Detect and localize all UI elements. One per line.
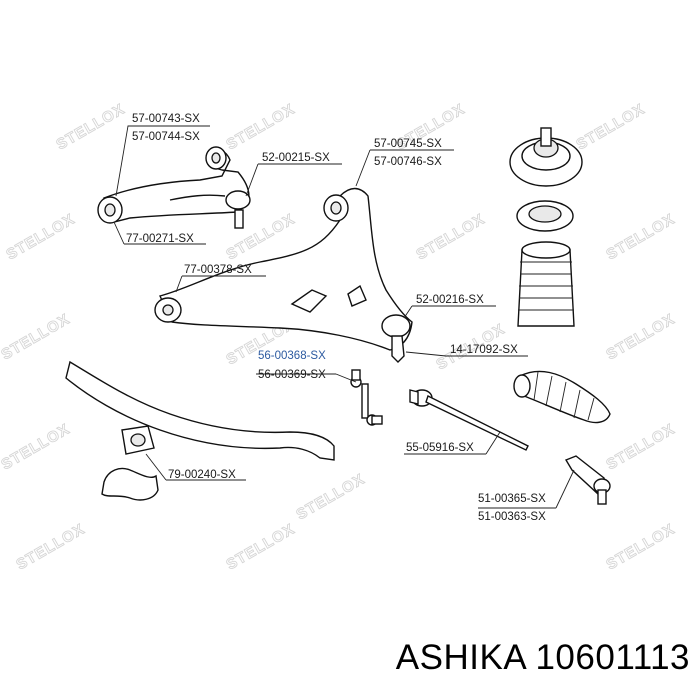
part-label-14-17092: 14-17092-SX [450,344,518,356]
watermark-text: STELLOX [224,101,298,154]
brand-name: ASHIKA [395,638,526,677]
stabilizer-bushing [101,425,159,501]
part-label-77-00378: 77-00378-SX [184,264,252,276]
watermark-text: STELLOX [604,421,678,474]
watermark-text: STELLOX [0,421,73,474]
part-label-57-00744: 57-00744-SX [132,131,200,143]
part-label-51-00363: 51-00363-SX [478,511,546,523]
part-label-51-00365: 51-00365-SX [478,493,546,505]
part-label-57-00743: 57-00743-SX [132,113,200,125]
stabilizer-link [350,369,383,426]
part-label-56-00369: 56-00369-SX [258,369,326,381]
footer-caption: ASHIKA 10601113 [396,638,690,678]
watermark-text: STELLOX [574,101,648,154]
part-labels: 57-00743-SX 57-00744-SX 52-00215-SX 77-0… [126,113,546,523]
watermark-text: STELLOX [224,521,298,574]
stabilizer-bar [65,360,335,461]
steering-rack-boot [513,370,611,424]
watermark-text: STELLOX [4,211,78,264]
strut-mount [509,127,583,187]
part-label-57-00745: 57-00745-SX [374,138,442,150]
part-number: 10601113 [535,638,690,677]
lower-control-arm [154,187,413,363]
leader-lines [113,125,575,509]
watermark-text: STELLOX [604,311,678,364]
watermark-text: STELLOX [54,101,128,154]
part-label-52-00215: 52-00215-SX [262,152,330,164]
part-label-56-00368[interactable]: 56-00368-SX [258,350,326,362]
watermark-text: STELLOX [604,211,678,264]
tie-rod [409,389,529,451]
watermark-text: STELLOX [0,311,73,364]
watermark-text: STELLOX [14,521,88,574]
part-label-79-00240: 79-00240-SX [168,469,236,481]
watermark-text: STELLOX [414,211,488,264]
strut-bearing [516,200,574,232]
strut-boot [517,241,575,327]
part-label-55-05916: 55-05916-SX [406,442,474,454]
watermark-text: STELLOX [294,471,368,524]
tie-rod-end [564,455,611,505]
part-label-57-00746: 57-00746-SX [374,156,442,168]
part-label-52-00216: 52-00216-SX [416,294,484,306]
part-label-77-00271: 77-00271-SX [126,233,194,245]
watermark-text: STELLOX [604,521,678,574]
upper-control-arm [97,146,251,229]
